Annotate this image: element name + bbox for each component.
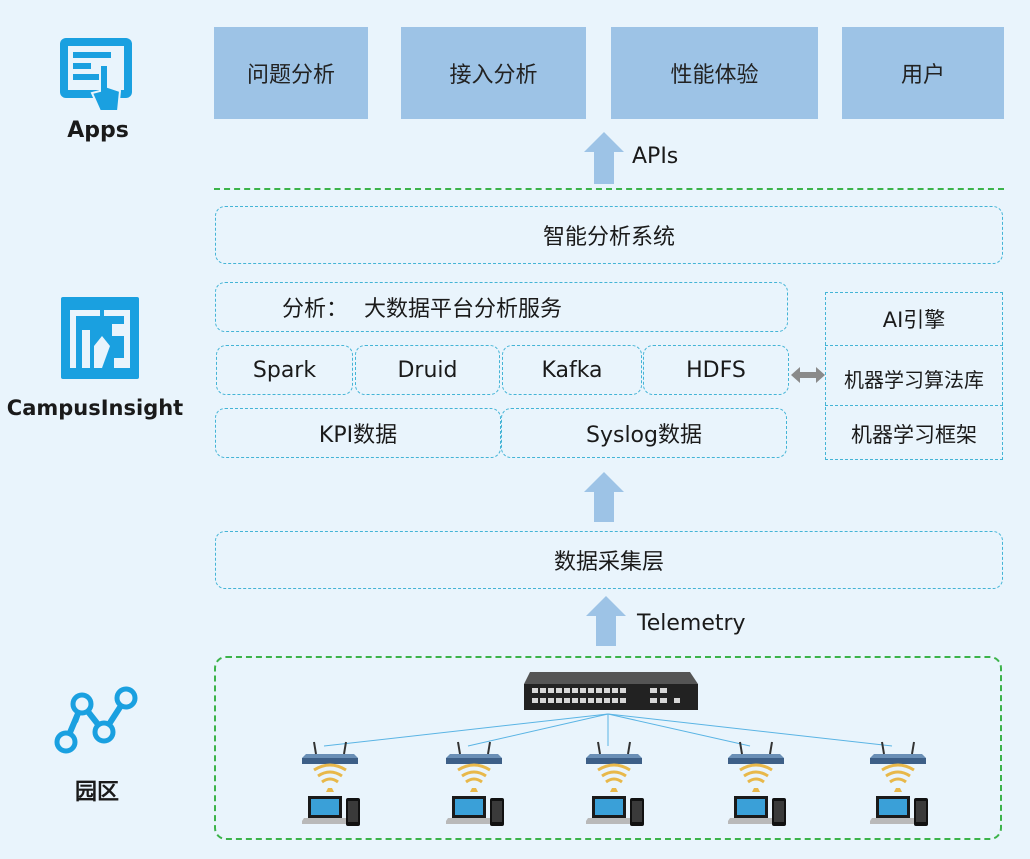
component-kafka: Kafka [502,345,642,395]
app-access-analysis: 接入分析 [401,27,586,119]
apps-layer-label: Apps [67,118,129,143]
syslog-data: Syslog数据 [501,408,787,458]
campus-insight-layer-label: CampusInsight [6,396,184,420]
data-collection-layer: 数据采集层 [215,531,1003,589]
component-druid: Druid [355,345,500,395]
endpoint-group-2 [444,736,506,836]
analysis-title: 大数据平台分析服务 [364,297,563,322]
phone-icon [346,798,360,826]
endpoint-group-5 [868,736,930,836]
bidirectional-arrow-icon [791,366,825,384]
telemetry-arrow [586,596,626,646]
component-spark: Spark [216,345,353,395]
telemetry-label: Telemetry [637,611,746,636]
apps-icon [58,35,138,115]
smart-analysis-system: 智能分析系统 [215,206,1003,264]
app-performance-experience: 性能体验 [611,27,818,119]
ai-engine: AI引擎 [882,308,946,332]
ai-divider-1 [825,345,1003,346]
analysis-prefix: 分析： [282,297,349,322]
campus-insight-logo-icon [60,296,140,380]
component-hdfs: HDFS [643,345,789,395]
laptop-icon [300,796,350,824]
kpi-data: KPI数据 [215,408,501,458]
switch-icon [524,672,698,710]
endpoint-group-4 [726,736,788,836]
layer-separator [214,188,1004,190]
app-user: 用户 [842,27,1004,119]
site-layer-label: 园区 [74,780,119,805]
ml-algorithm-library: 机器学习算法库 [844,367,984,392]
ai-divider-2 [825,405,1003,406]
network-nodes-icon [52,684,142,760]
ml-framework: 机器学习框架 [851,423,977,447]
access-point-icon [302,741,358,764]
campus-network-area [214,656,1002,840]
apis-label: APIs [632,144,679,169]
app-problem-analysis: 问题分析 [214,27,368,119]
big-data-platform: 分析： 大数据平台分析服务 [215,282,788,332]
apis-arrow [584,132,624,184]
endpoint-group-1 [300,736,362,836]
collection-arrow [584,472,624,522]
ai-panel [825,292,1003,460]
endpoint-group-3 [584,736,646,836]
